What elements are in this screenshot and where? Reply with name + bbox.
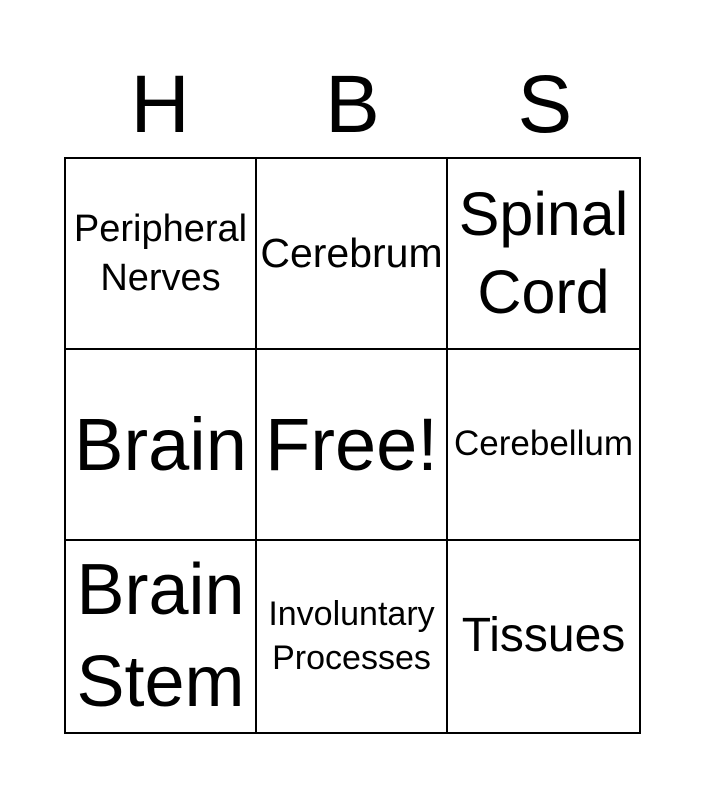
column-letter-b: B bbox=[325, 59, 380, 150]
bingo-cell-brain-stem[interactable]: Brain Stem bbox=[66, 541, 257, 732]
bingo-cell-involuntary-processes[interactable]: Involuntary Processes bbox=[257, 541, 448, 732]
bingo-column-letters: H B S bbox=[64, 64, 641, 146]
bingo-cell-spinal-cord[interactable]: Spinal Cord bbox=[448, 159, 639, 350]
bingo-cell-tissues[interactable]: Tissues bbox=[448, 541, 639, 732]
bingo-grid: Peripheral Nerves Cerebrum Spinal Cord B… bbox=[64, 157, 641, 734]
bingo-cell-brain[interactable]: Brain bbox=[66, 350, 257, 541]
bingo-cell-cerebrum[interactable]: Cerebrum bbox=[257, 159, 448, 350]
bingo-cell-free-space[interactable]: Free! bbox=[257, 350, 448, 541]
bingo-cell-cerebellum[interactable]: Cerebellum bbox=[448, 350, 639, 541]
bingo-cell-peripheral-nerves[interactable]: Peripheral Nerves bbox=[66, 159, 257, 350]
column-letter-s: S bbox=[517, 59, 573, 150]
column-letter-h: H bbox=[130, 59, 190, 150]
